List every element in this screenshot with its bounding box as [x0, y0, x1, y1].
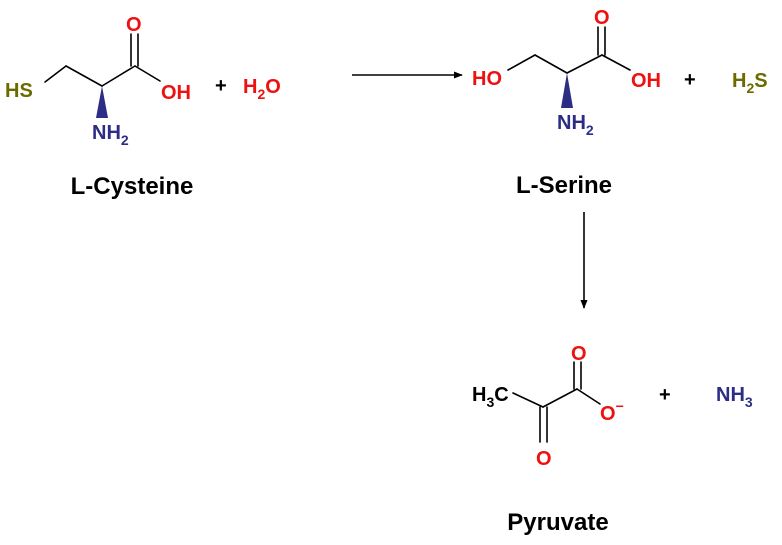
- plus-sign-2: +: [684, 69, 696, 91]
- bond-calpha-ccarboxyl: [566, 54, 603, 74]
- bond-cketo-ccarboxyl: [542, 388, 578, 408]
- pyruvate-name: Pyruvate: [507, 509, 608, 536]
- ammonia-group: + NH3: [659, 384, 753, 410]
- pyruvate-methyl: H3C: [472, 384, 509, 410]
- serine-bonds: [507, 26, 631, 74]
- plus-sign-1: +: [215, 75, 227, 97]
- pyruvate-keto-o: O: [536, 448, 552, 470]
- pyruvate-bonds: [512, 361, 601, 443]
- cysteine-structure: HS O OH NH2 L-Cysteine: [5, 14, 193, 200]
- water-group: + H2O: [215, 75, 281, 102]
- cysteine-sh: HS: [5, 80, 33, 102]
- serine-name: L-Serine: [516, 172, 612, 199]
- water-formula: H2O: [243, 76, 281, 102]
- bond-o-ch2: [507, 54, 536, 71]
- bond-ccarboxyl-oh: [134, 65, 161, 82]
- pyruvate-oxide-o: O−: [600, 398, 624, 425]
- bond-calpha-ccarboxyl: [101, 65, 136, 87]
- bond-s-ch2: [44, 65, 67, 83]
- bond-ch3-cketo: [512, 392, 544, 408]
- serine-oh: OH: [631, 70, 661, 92]
- h2s-formula: H2S: [732, 70, 768, 96]
- cysteine-bonds: [44, 33, 161, 87]
- serine-nh2: NH2: [557, 112, 594, 138]
- plus-sign-3: +: [659, 384, 671, 406]
- serine-ho: HO: [472, 68, 502, 90]
- bond-ch2-calpha: [65, 65, 103, 87]
- bond-ccarboxyl-o-minus: [576, 388, 601, 405]
- hydrogen-sulfide-group: + H2S: [684, 69, 768, 96]
- pyruvate-structure: H3C O O− O Pyruvate: [472, 343, 624, 536]
- cysteine-oh: OH: [161, 82, 191, 104]
- wedge-bond-nh2: [96, 86, 108, 118]
- nh3-formula: NH3: [716, 384, 753, 410]
- cysteine-nh2: NH2: [92, 122, 129, 148]
- cysteine-carbonyl-o: O: [126, 14, 142, 36]
- pyruvate-carboxyl-o: O: [571, 343, 587, 365]
- bond-ccarboxyl-oh: [601, 54, 631, 71]
- serine-structure: HO O OH NH2 L-Serine: [472, 7, 661, 199]
- cysteine-name: L-Cysteine: [71, 173, 194, 200]
- bond-ch2-calpha: [534, 54, 568, 74]
- serine-carbonyl-o: O: [594, 7, 610, 29]
- wedge-bond-nh2: [561, 73, 573, 108]
